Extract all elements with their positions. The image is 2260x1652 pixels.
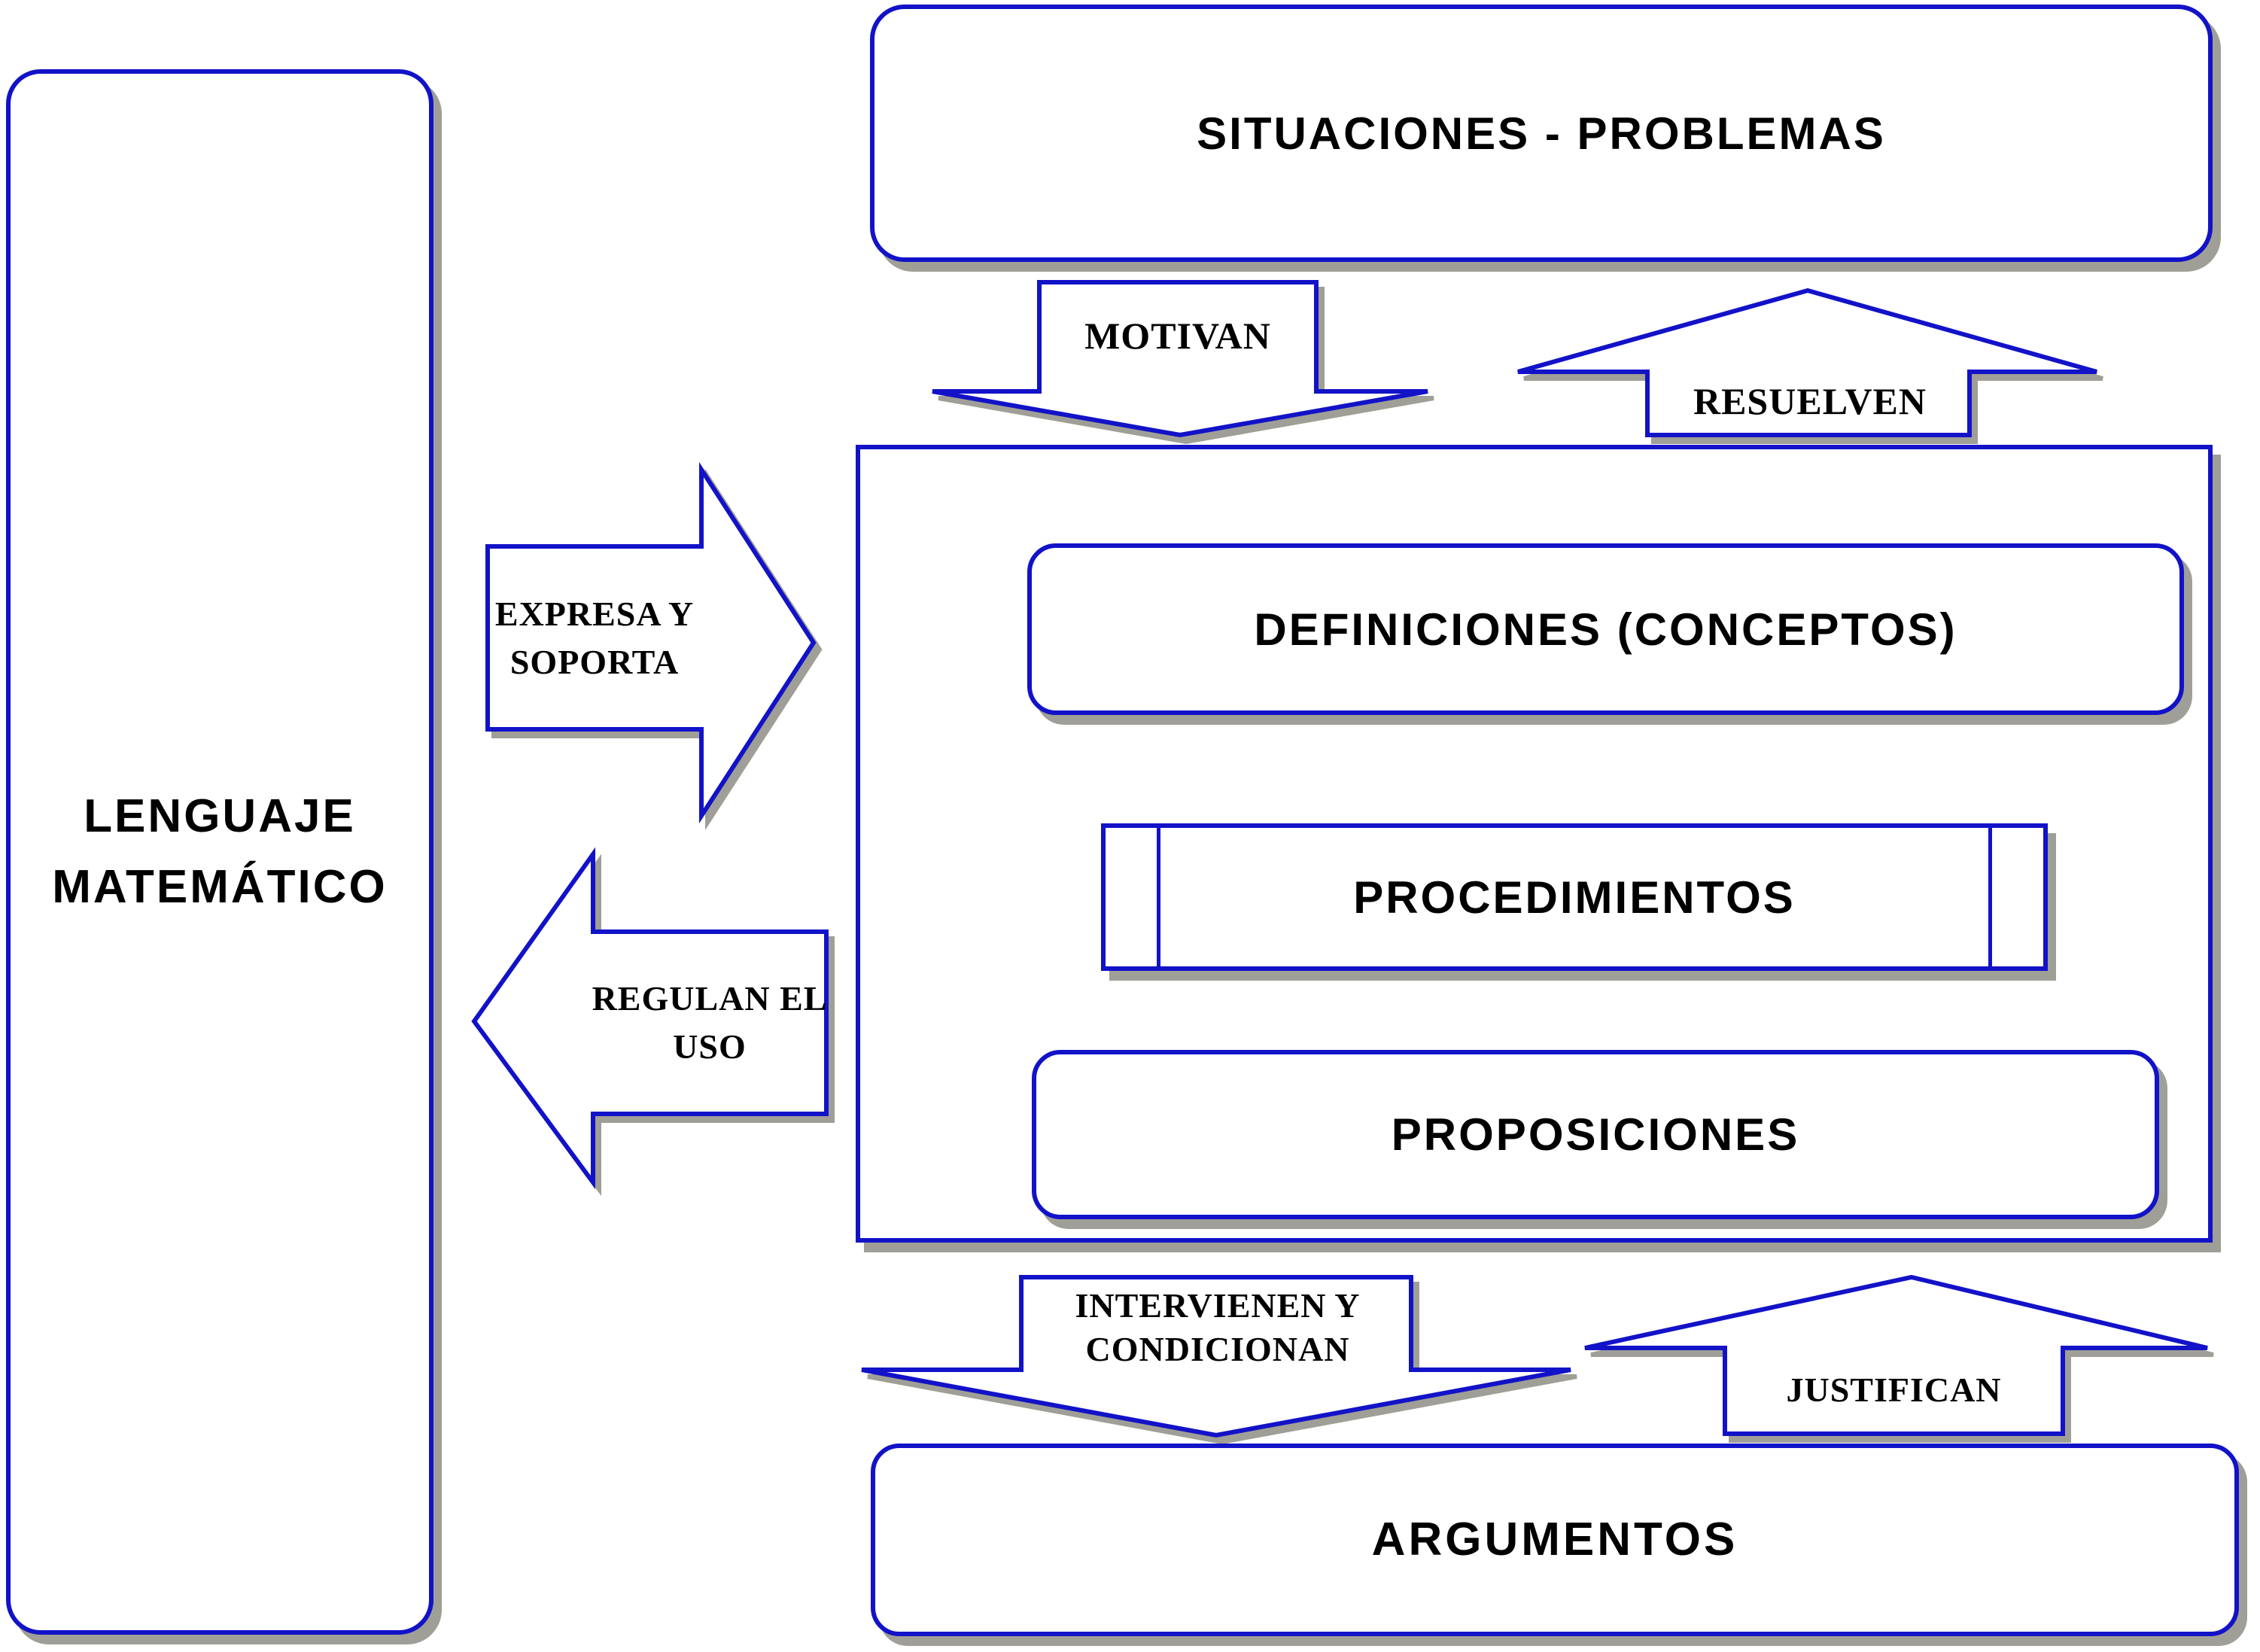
expresa-line2: SOPORTA xyxy=(509,643,680,681)
procedimientos-left-bar xyxy=(1157,828,1160,966)
argumentos-box: ARGUMENTOS xyxy=(871,1444,2239,1636)
motivan-label: MOTIVAN xyxy=(1084,315,1271,357)
regulan-uso-left-arrow: REGULAN EL USO xyxy=(471,847,829,1190)
regulan-line2: USO xyxy=(673,1027,747,1066)
lenguaje-matematico-box: LENGUAJE MATEMÁTICO xyxy=(6,69,433,1635)
intervienen-line1: INTERVIENEN Y xyxy=(1075,1286,1361,1325)
situaciones-problemas-box: SITUACIONES - PROBLEMAS xyxy=(870,5,2213,262)
lenguaje-line1: LENGUAJE xyxy=(84,790,356,842)
up-block-arrow-shape xyxy=(1584,1274,2208,1436)
expresa-soporta-right-arrow: EXPRESA Y SOPORTA xyxy=(485,461,817,824)
intervienen-line2: CONDICIONAN xyxy=(1085,1330,1350,1368)
lenguaje-line2: MATEMÁTICO xyxy=(52,861,388,913)
justifican-label: JUSTIFICAN xyxy=(1786,1371,2002,1409)
right-block-arrow-shape xyxy=(485,461,817,824)
justifican-up-arrow: JUSTIFICAN xyxy=(1582,1274,2213,1440)
procedimientos-right-bar xyxy=(1988,828,1992,966)
proposiciones-label: PROPOSICIONES xyxy=(1391,1109,1800,1160)
procedimientos-label: PROCEDIMIENTOS xyxy=(1353,872,1796,923)
lenguaje-matematico-label: LENGUAJE MATEMÁTICO xyxy=(52,781,388,923)
expresa-soporta-label: EXPRESA Y SOPORTA xyxy=(491,549,698,727)
down-block-arrow-shape xyxy=(861,1275,1571,1438)
proposiciones-box: PROPOSICIONES xyxy=(1032,1050,2159,1219)
expresa-line1: EXPRESA Y xyxy=(494,595,695,633)
regulan-uso-label: REGULAN EL USO xyxy=(592,934,827,1112)
intervienen-condicionan-down-arrow: INTERVIENEN Y CONDICIONAN xyxy=(859,1274,1574,1441)
procedimientos-box: PROCEDIMIENTOS xyxy=(1101,823,2048,971)
up-block-arrow-shape xyxy=(1517,288,2097,437)
definiciones-label: DEFINICIONES (CONCEPTOS) xyxy=(1254,604,1957,655)
regulan-line1: REGULAN EL xyxy=(592,979,828,1018)
definiciones-box: DEFINICIONES (CONCEPTOS) xyxy=(1027,543,2184,715)
left-block-arrow-shape xyxy=(471,847,829,1190)
situaciones-problemas-label: SITUACIONES - PROBLEMAS xyxy=(1197,108,1886,159)
down-block-arrow-shape xyxy=(932,280,1428,438)
intervienen-condicionan-label: INTERVIENEN Y CONDICIONAN xyxy=(1024,1279,1411,1377)
resuelven-up-arrow: RESUELVEN xyxy=(1515,288,2100,441)
motivan-down-arrow: MOTIVAN xyxy=(929,279,1431,441)
resuelven-label: RESUELVEN xyxy=(1693,380,1927,422)
argumentos-label: ARGUMENTOS xyxy=(1371,1514,1738,1566)
